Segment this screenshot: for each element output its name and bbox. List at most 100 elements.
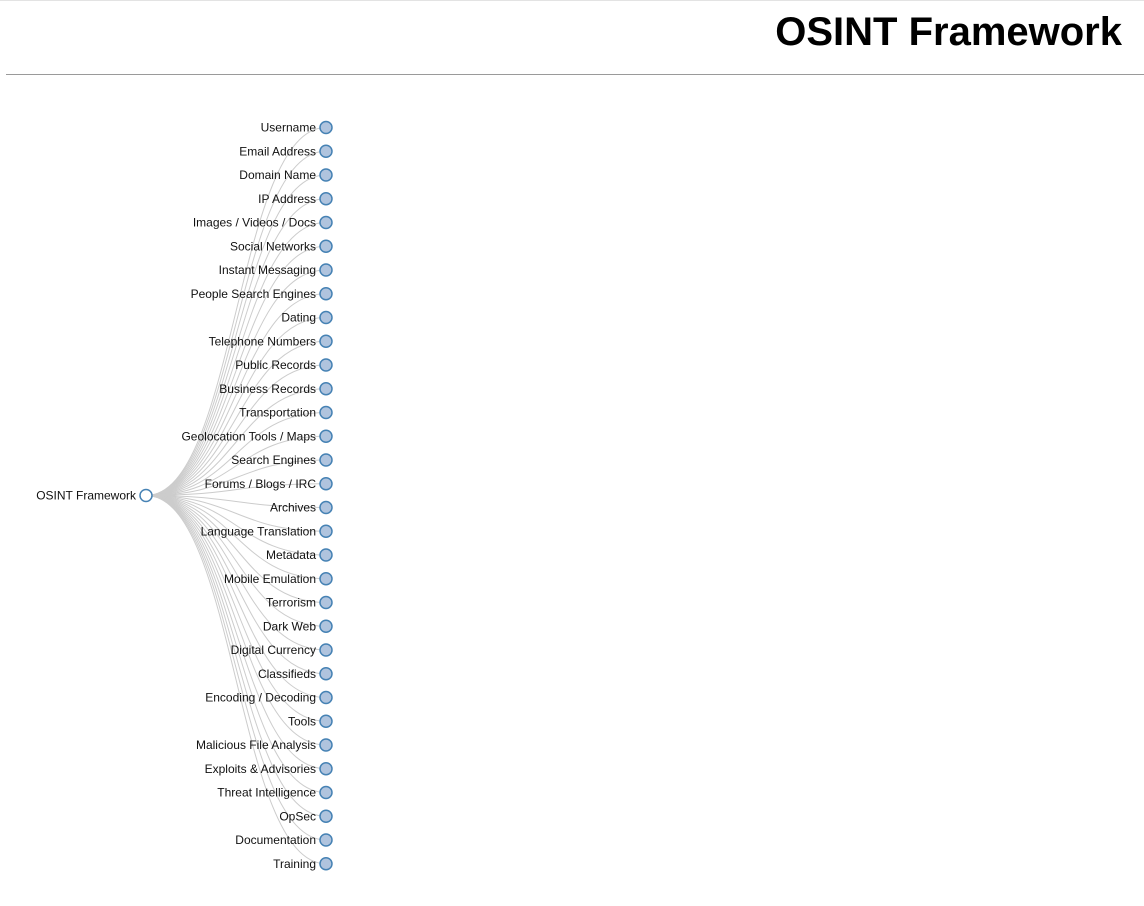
branch-node-label: Search Engines xyxy=(231,453,316,467)
root-node[interactable]: OSINT Framework xyxy=(36,488,153,503)
branch-node[interactable]: Search Engines xyxy=(231,453,333,467)
branch-node[interactable]: Threat Intelligence xyxy=(217,785,333,800)
branch-node-circle[interactable] xyxy=(319,429,333,443)
branch-node[interactable]: Telephone Numbers xyxy=(209,334,333,348)
tree-link xyxy=(145,495,327,627)
branch-node-circle[interactable] xyxy=(319,405,333,420)
tree-link xyxy=(145,495,327,651)
branch-node-label: Forums / Blogs / IRC xyxy=(205,477,317,491)
branch-node-label: Telephone Numbers xyxy=(209,334,316,348)
branch-node[interactable]: Public Records xyxy=(235,358,333,372)
branch-node[interactable]: Documentation xyxy=(235,833,333,847)
branch-node[interactable]: Language Translation xyxy=(201,524,333,538)
branch-node-circle[interactable] xyxy=(319,144,333,158)
tree-link xyxy=(145,364,327,496)
tree-link xyxy=(145,269,327,496)
branch-node[interactable]: Images / Videos / Docs xyxy=(193,215,333,230)
branch-node[interactable]: Tools xyxy=(288,714,333,728)
branch-node-circle[interactable] xyxy=(319,714,333,728)
branch-node-circle[interactable] xyxy=(319,857,333,871)
branch-node[interactable]: Exploits & Advisories xyxy=(205,762,333,776)
branch-node[interactable]: Training xyxy=(273,857,333,871)
branch-node-circle[interactable] xyxy=(319,548,333,562)
branch-node-circle[interactable] xyxy=(319,738,333,752)
branch-node[interactable]: OpSec xyxy=(279,809,333,823)
branch-node-circle[interactable] xyxy=(319,643,333,657)
page-header: OSINT Framework xyxy=(0,0,1144,74)
branch-node[interactable]: Social Networks xyxy=(230,239,333,253)
header-divider xyxy=(6,74,1144,75)
tree-link xyxy=(145,495,327,865)
branch-node[interactable]: Dating xyxy=(281,310,333,325)
branch-node-circle[interactable] xyxy=(319,215,333,230)
branch-node-circle[interactable] xyxy=(319,334,333,348)
branch-node[interactable]: Geolocation Tools / Maps xyxy=(181,429,333,443)
branch-node[interactable]: Mobile Emulation xyxy=(224,572,333,586)
tree-link xyxy=(145,412,327,496)
branch-node[interactable]: Encoding / Decoding xyxy=(205,690,333,705)
branch-node[interactable]: People Search Engines xyxy=(191,287,333,301)
branch-node-circle[interactable] xyxy=(319,690,333,705)
branch-node[interactable]: Digital Currency xyxy=(231,643,333,657)
branch-node-label: Business Records xyxy=(219,382,316,396)
tree-link xyxy=(145,388,327,496)
branch-node[interactable]: Forums / Blogs / IRC xyxy=(205,477,333,491)
tree-link xyxy=(145,459,327,496)
branch-node-circle[interactable] xyxy=(319,595,333,610)
branch-node-label: Dating xyxy=(281,311,316,325)
branch-node-circle[interactable] xyxy=(319,667,333,681)
branch-node-circle[interactable] xyxy=(319,453,333,467)
branch-node-circle[interactable] xyxy=(319,762,333,776)
branch-node-label: Social Networks xyxy=(230,239,316,253)
branch-node-circle[interactable] xyxy=(319,120,333,135)
tree-link xyxy=(145,495,327,556)
branch-node[interactable]: Username xyxy=(261,120,333,135)
tree-link xyxy=(145,317,327,496)
branch-node-circle[interactable] xyxy=(319,310,333,325)
tree-link xyxy=(145,495,327,746)
branch-node-circle[interactable] xyxy=(319,263,333,277)
branch-node[interactable]: Classifieds xyxy=(258,667,333,681)
branch-node[interactable]: Instant Messaging xyxy=(219,263,333,277)
branch-node[interactable]: Dark Web xyxy=(263,619,333,633)
branch-node-circle[interactable] xyxy=(319,358,333,372)
branch-node[interactable]: Metadata xyxy=(266,548,333,562)
tree-link xyxy=(145,293,327,496)
branch-node-label: Images / Videos / Docs xyxy=(193,216,316,230)
root-node-label: OSINT Framework xyxy=(36,489,137,503)
branch-node-label: IP Address xyxy=(258,192,316,206)
tree-link xyxy=(145,340,327,496)
tree-link xyxy=(145,222,327,496)
branch-node-circle[interactable] xyxy=(319,239,333,253)
tree-link xyxy=(145,483,327,496)
tree-link xyxy=(145,435,327,496)
branch-node[interactable]: Email Address xyxy=(239,144,333,158)
branch-node-label: Threat Intelligence xyxy=(217,786,316,800)
branch-node-circle[interactable] xyxy=(319,785,333,800)
branch-node-circle[interactable] xyxy=(319,500,333,515)
branch-node[interactable]: Transportation xyxy=(239,405,333,420)
branch-node-circle[interactable] xyxy=(319,809,333,823)
root-node-circle[interactable] xyxy=(139,488,153,503)
branch-node[interactable]: Archives xyxy=(270,500,333,515)
branch-node[interactable]: IP Address xyxy=(258,192,333,206)
branch-node[interactable]: Malicious File Analysis xyxy=(196,738,333,752)
branch-node-circle[interactable] xyxy=(319,168,333,182)
branch-node-circle[interactable] xyxy=(319,192,333,206)
branch-node-label: Digital Currency xyxy=(231,643,316,657)
branch-node[interactable]: Business Records xyxy=(219,382,333,396)
branch-node-circle[interactable] xyxy=(319,619,333,633)
branch-node[interactable]: Domain Name xyxy=(239,168,333,182)
branch-node-circle[interactable] xyxy=(319,572,333,586)
branch-node-circle[interactable] xyxy=(319,477,333,491)
tree-link xyxy=(145,495,327,675)
branch-node-label: Transportation xyxy=(239,406,316,420)
branch-node-circle[interactable] xyxy=(319,833,333,847)
branch-node-circle[interactable] xyxy=(319,287,333,301)
branch-node[interactable]: Terrorism xyxy=(266,595,333,610)
branch-node-circle[interactable] xyxy=(319,382,333,396)
tree-links xyxy=(145,127,327,865)
branch-node-circle[interactable] xyxy=(319,524,333,538)
branch-node-label: Geolocation Tools / Maps xyxy=(181,429,316,443)
